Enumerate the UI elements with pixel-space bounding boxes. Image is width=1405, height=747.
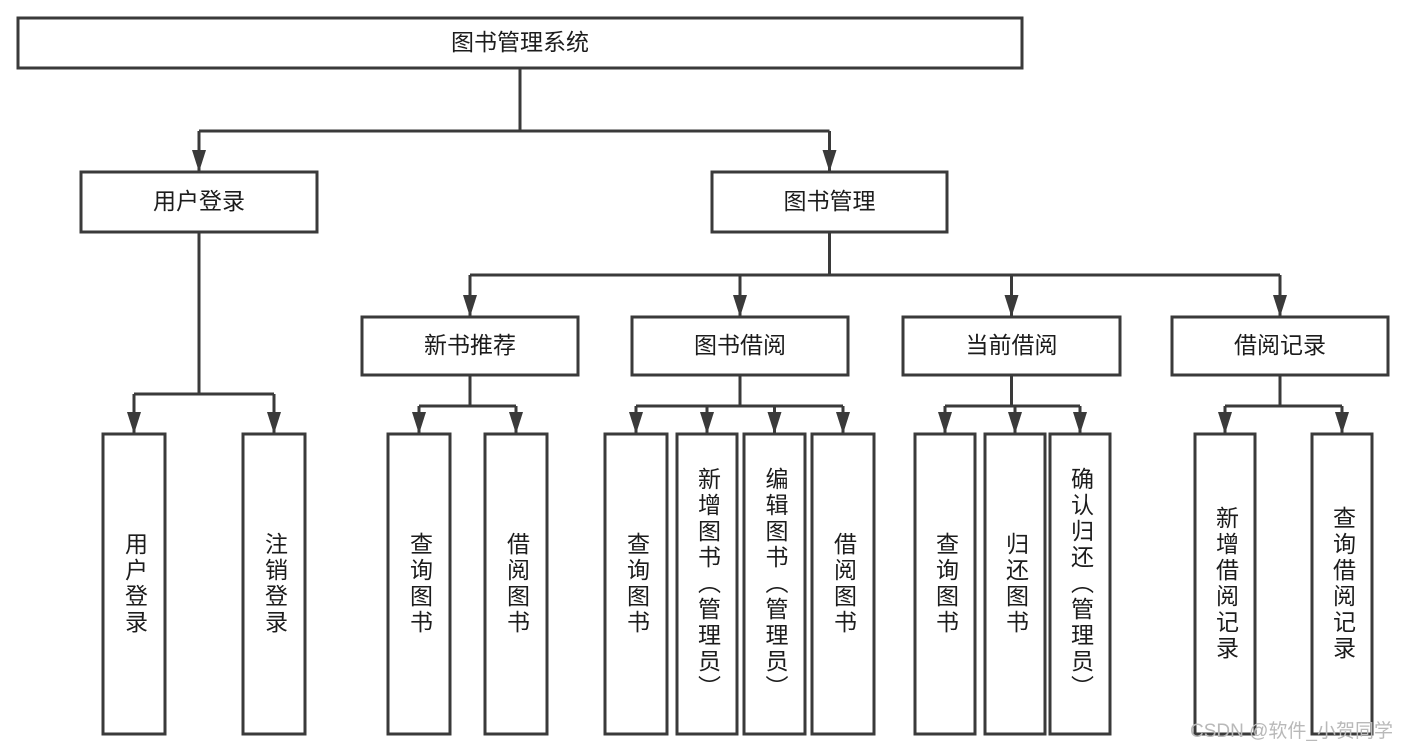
- arrow-head-icon: [1273, 295, 1287, 317]
- arrow-head-icon: [192, 150, 206, 172]
- node-box-leaf-7[interactable]: [810, 432, 876, 736]
- node-box-leaf-9[interactable]: [983, 432, 1047, 736]
- node-box-leaf-6[interactable]: [742, 432, 807, 736]
- node-box-level3-3[interactable]: [1170, 315, 1390, 377]
- node-box-level3-1[interactable]: [630, 315, 850, 377]
- arrow-head-icon: [509, 412, 523, 434]
- arrow-head-icon: [127, 412, 141, 434]
- node-box-layer: [16, 16, 1390, 736]
- arrow-head-icon: [412, 412, 426, 434]
- node-label-level3-1: 图书借阅: [694, 332, 786, 358]
- arrow-head-icon: [1008, 412, 1022, 434]
- arrow-head-icon: [700, 412, 714, 434]
- node-box-leaf-3[interactable]: [483, 432, 549, 736]
- node-box-leaf-1[interactable]: [241, 432, 307, 736]
- arrow-head-icon: [267, 412, 281, 434]
- node-label-level3-2: 当前借阅: [966, 332, 1058, 358]
- node-box-leaf-4[interactable]: [603, 432, 669, 736]
- arrow-head-icon: [463, 295, 477, 317]
- node-box-root[interactable]: [16, 16, 1024, 70]
- csdn-watermark: CSDN @软件_小贺同学: [1190, 721, 1393, 742]
- arrow-head-icon: [822, 150, 837, 172]
- node-box-leaf-0[interactable]: [101, 432, 167, 736]
- node-label-level3-0: 新书推荐: [424, 332, 516, 358]
- arrow-head-icon: [1004, 295, 1019, 317]
- connector-layer: [127, 68, 1349, 434]
- node-box-level3-0[interactable]: [360, 315, 580, 377]
- arrow-head-icon: [836, 412, 850, 434]
- node-label-root: 图书管理系统: [451, 29, 589, 55]
- node-label-level3-3: 借阅记录: [1234, 332, 1326, 358]
- node-box-leaf-2[interactable]: [386, 432, 452, 736]
- node-box-leaf-8[interactable]: [913, 432, 977, 736]
- node-box-level2-1[interactable]: [710, 170, 949, 234]
- arrow-head-icon: [629, 412, 643, 434]
- node-box-leaf-11[interactable]: [1193, 432, 1257, 736]
- node-box-level3-2[interactable]: [901, 315, 1122, 377]
- arrow-head-icon: [767, 412, 782, 434]
- node-label-level2-1: 图书管理: [784, 188, 876, 214]
- arrow-head-icon: [1073, 412, 1087, 434]
- node-box-leaf-10[interactable]: [1048, 432, 1112, 736]
- node-label-level2-0: 用户登录: [153, 188, 245, 214]
- arrow-head-icon: [1218, 412, 1232, 434]
- node-box-leaf-5[interactable]: [675, 432, 739, 736]
- node-box-level2-0[interactable]: [79, 170, 319, 234]
- arrow-head-icon: [733, 295, 747, 317]
- arrow-head-icon: [1335, 412, 1349, 434]
- node-box-leaf-12[interactable]: [1310, 432, 1374, 736]
- arrow-head-icon: [938, 412, 952, 434]
